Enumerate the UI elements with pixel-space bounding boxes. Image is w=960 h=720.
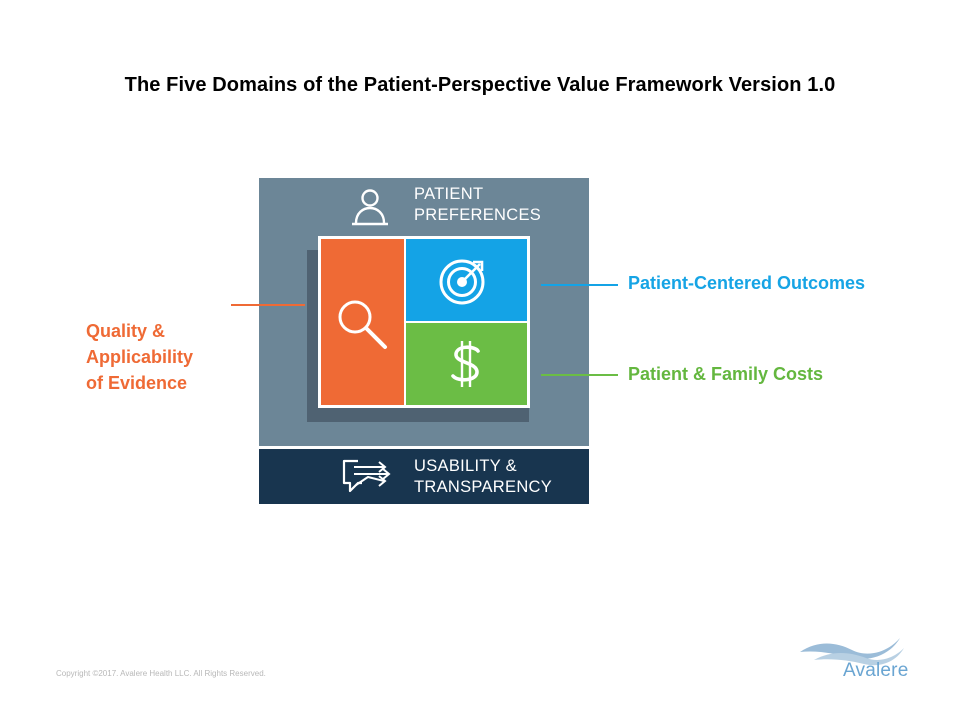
usability-transparency-label: USABILITY & TRANSPARENCY xyxy=(414,457,553,496)
avalere-logo-icon xyxy=(800,638,904,666)
outcomes-connector-line xyxy=(541,284,618,286)
chat-arrows-icon xyxy=(342,459,391,493)
copyright-text: Copyright ©2017. Avalere Health LLC. All… xyxy=(56,669,266,678)
quality-evidence-label: Quality & Applicability of Evidence xyxy=(86,321,194,393)
patient-preferences-label: PATIENT PREFERENCES xyxy=(414,185,542,224)
slide-title: The Five Domains of the Patient-Perspect… xyxy=(124,74,836,96)
outcomes-label: Patient-Centered Outcomes xyxy=(628,273,866,293)
quality-connector-line xyxy=(231,304,305,306)
costs-connector-line xyxy=(541,374,618,376)
magnifier-icon xyxy=(338,300,387,349)
dollar-icon xyxy=(451,341,480,387)
costs-label: Patient & Family Costs xyxy=(628,364,824,384)
target-icon xyxy=(439,259,485,305)
quality-evidence-tile xyxy=(321,239,404,405)
avalere-logo-text: Avalere xyxy=(843,660,909,681)
usability-transparency-band xyxy=(259,449,589,504)
person-icon xyxy=(352,189,388,226)
